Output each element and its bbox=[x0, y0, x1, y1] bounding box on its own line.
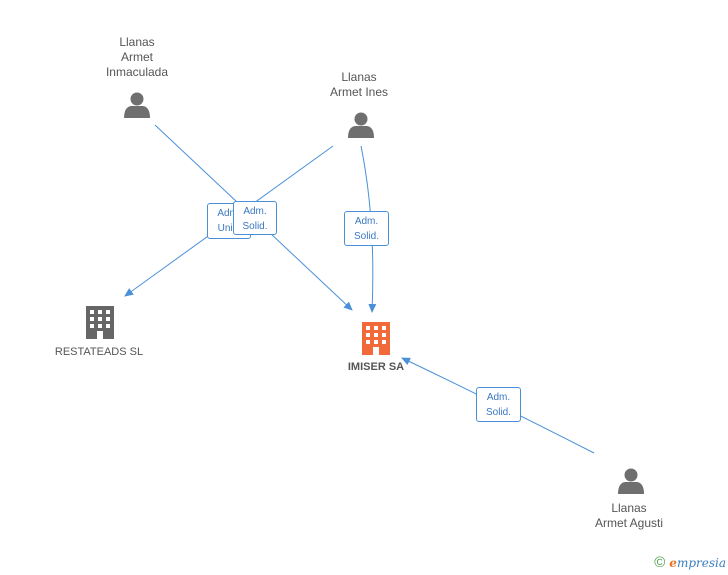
person-name-line: Armet Agusti bbox=[594, 516, 664, 530]
role-text: Solid. bbox=[485, 407, 511, 418]
brand-logo: empresia bbox=[669, 555, 726, 570]
building-icon[interactable] bbox=[86, 306, 114, 339]
person-name-line: Armet bbox=[120, 50, 153, 64]
person-icon[interactable] bbox=[348, 112, 374, 139]
role-text: Adm. bbox=[243, 206, 267, 217]
person-icon[interactable] bbox=[124, 92, 150, 119]
person-name-line: Llanas bbox=[341, 70, 377, 84]
person-label-inmaculada[interactable]: Llanas Armet Inmaculada bbox=[92, 35, 182, 80]
role-badge-adm-solid[interactable]: Adm. Solid. bbox=[476, 387, 521, 422]
role-text: Solid. bbox=[353, 231, 379, 242]
person-icon[interactable] bbox=[618, 468, 644, 495]
copyright-icon: © bbox=[654, 554, 666, 571]
company-label-restateads[interactable]: RESTATEADS SL bbox=[54, 346, 144, 358]
role-badge-adm-solid[interactable]: Adm. Solid. bbox=[344, 211, 389, 246]
role-text: Adm. bbox=[354, 216, 379, 227]
person-name-line: Armet Ines bbox=[329, 85, 389, 99]
person-name-line: Llanas bbox=[119, 35, 155, 49]
brand-mark: © empresia bbox=[654, 554, 726, 571]
person-name-line: Llanas bbox=[611, 501, 647, 515]
role-text: Solid. bbox=[242, 221, 268, 232]
person-label-ines[interactable]: Llanas Armet Ines bbox=[314, 70, 404, 100]
role-badge-adm-solid[interactable]: Adm. Solid. bbox=[233, 201, 277, 235]
role-text: Adm. bbox=[486, 392, 511, 403]
company-label-imiser[interactable]: IMISER SA bbox=[347, 361, 405, 373]
role-text: Unic. bbox=[217, 223, 241, 234]
role-text: Adm. bbox=[217, 208, 241, 219]
person-name-line: Inmaculada bbox=[105, 65, 169, 79]
building-icon[interactable] bbox=[362, 322, 390, 355]
person-label-agusti[interactable]: Llanas Armet Agusti bbox=[584, 501, 674, 531]
